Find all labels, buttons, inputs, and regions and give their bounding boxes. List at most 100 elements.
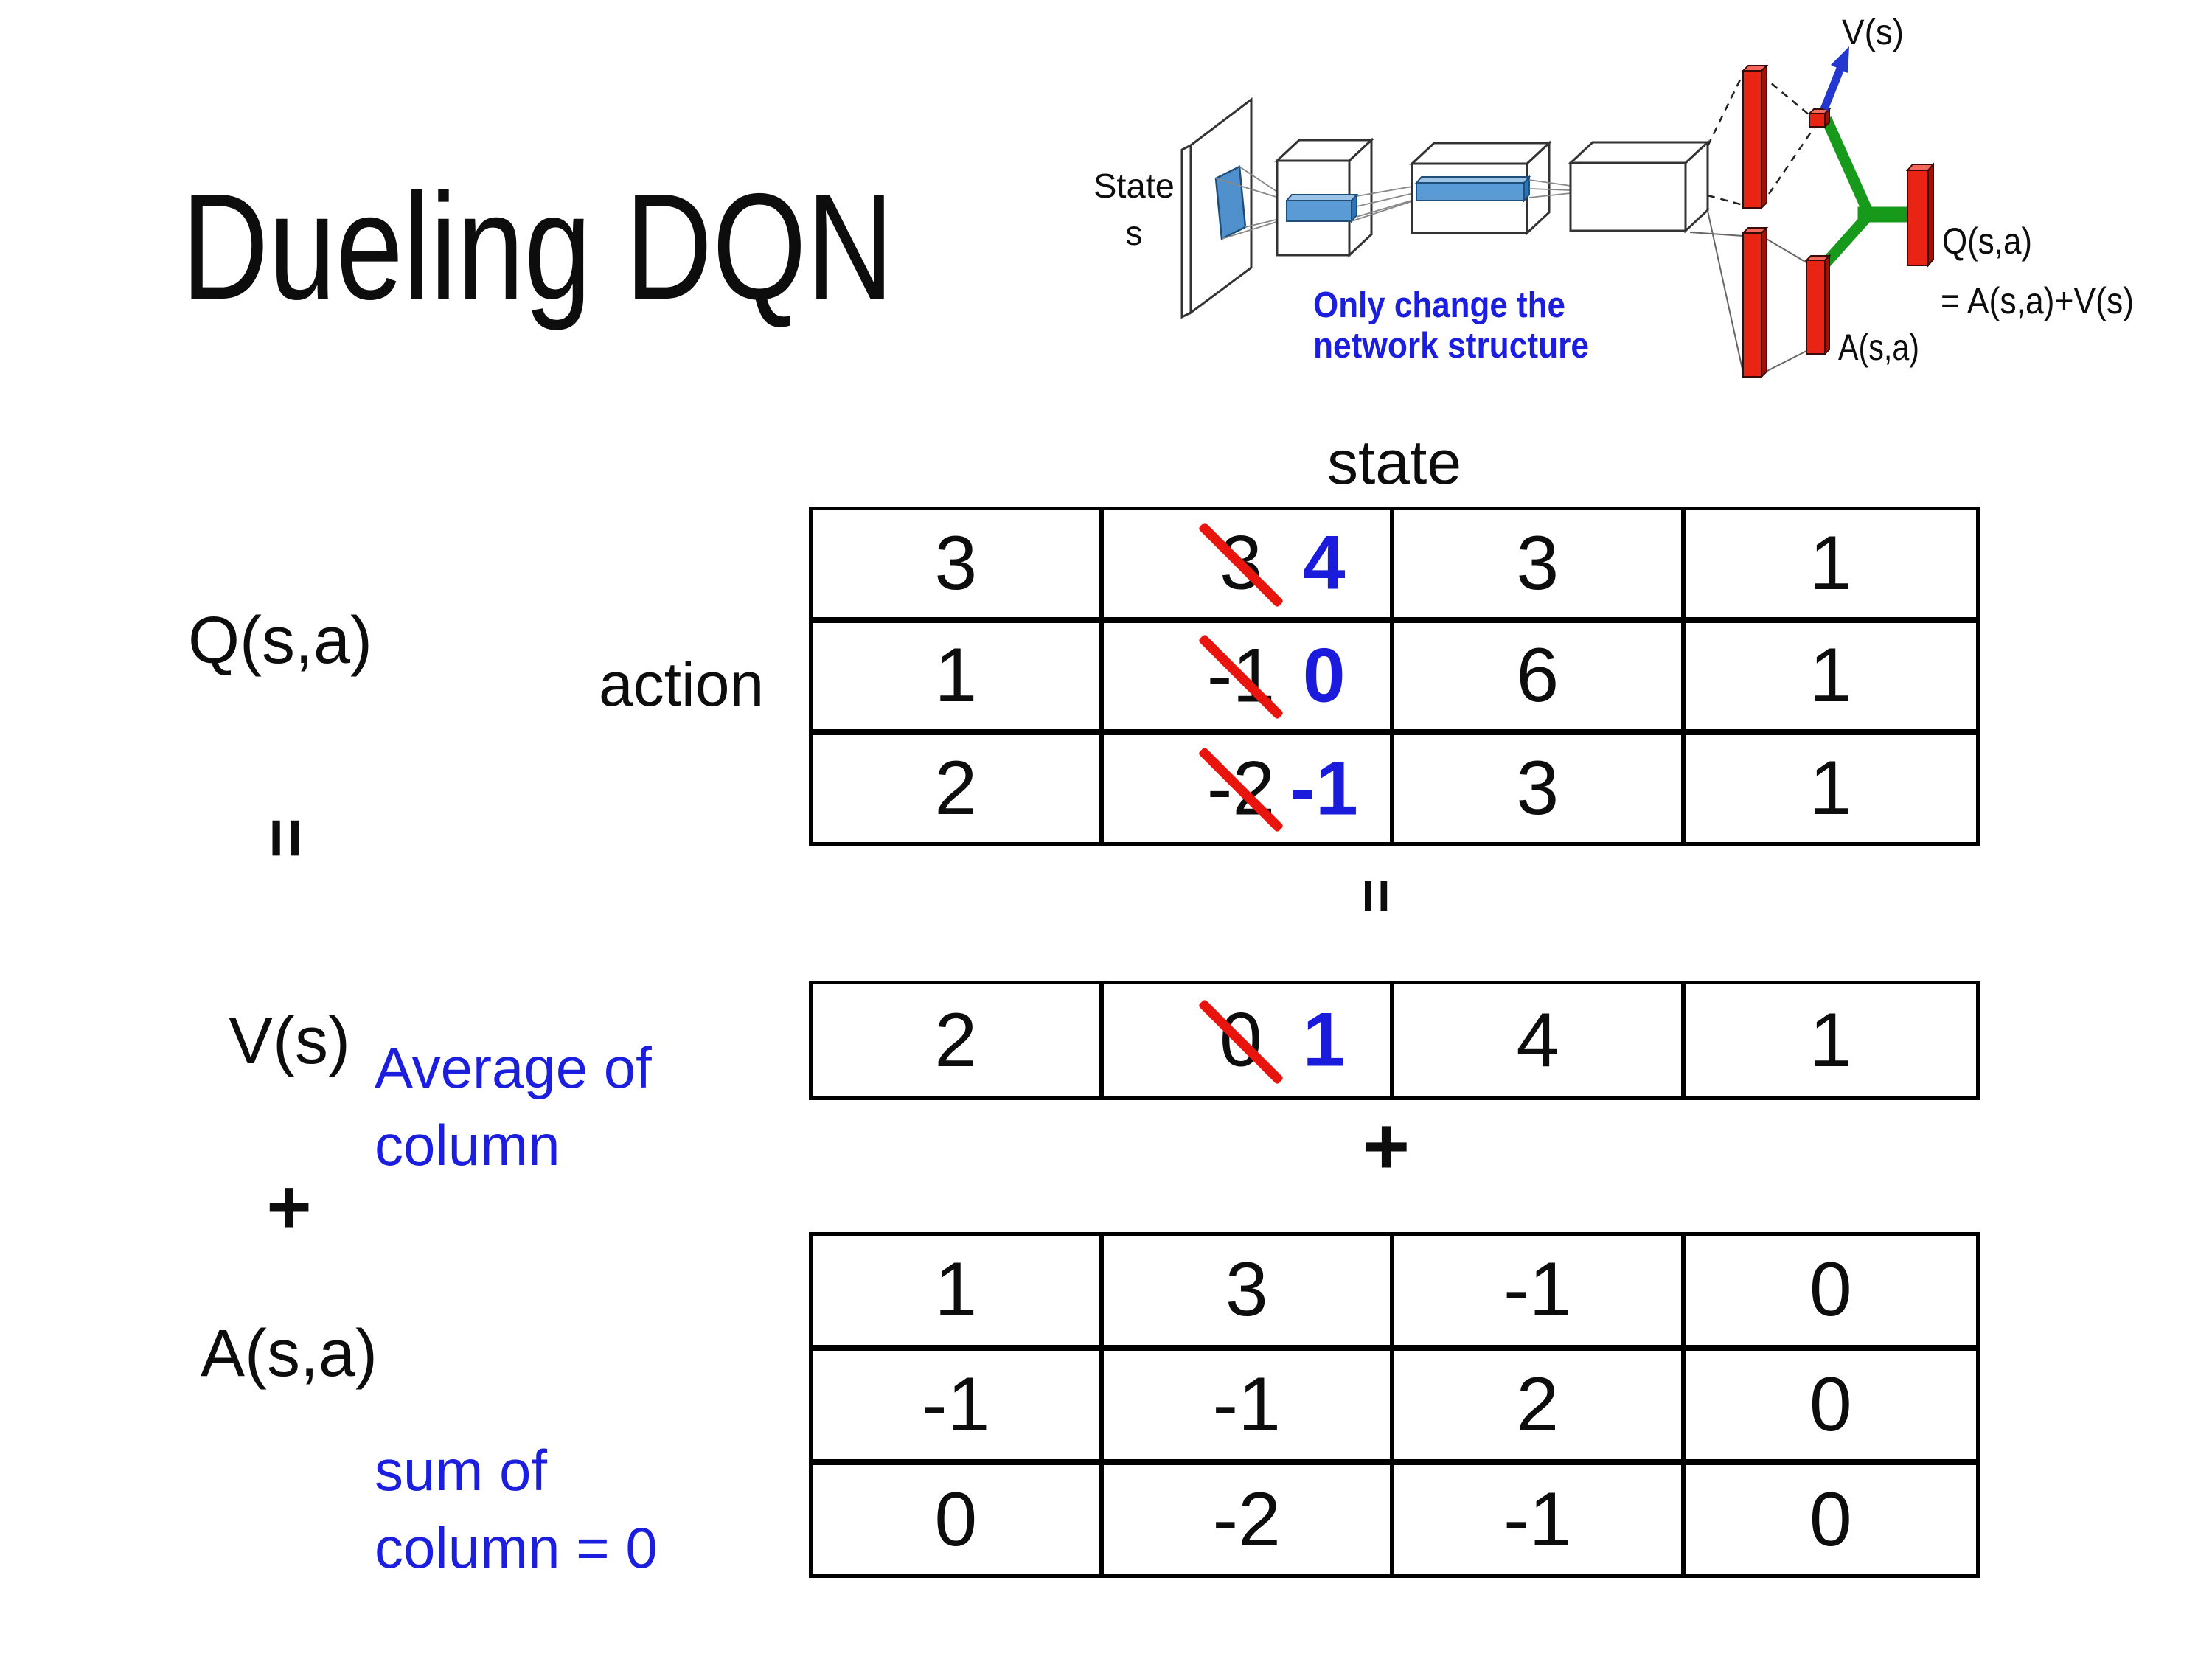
new-value: 0 <box>1302 633 1346 719</box>
table-cell: 1 <box>1685 510 1976 623</box>
a-table: 1 3 -1 0 -1 -1 2 0 0 -2 -1 0 <box>809 1232 1980 1578</box>
crossed-cell: 3 4 <box>1103 510 1394 623</box>
cell-value: 0 <box>1809 1476 1852 1562</box>
table-cell: 6 <box>1394 622 1686 736</box>
new-value: 4 <box>1302 520 1346 606</box>
table-cell: 4 <box>1394 984 1686 1096</box>
table-cell: 3 <box>1103 1236 1394 1351</box>
sum-annotation: sum of column = 0 <box>375 1432 658 1587</box>
q-term-label: Q(s,a) <box>188 604 373 678</box>
conv-cone-2 <box>1351 185 1417 222</box>
scalar-v-output <box>1807 107 1832 129</box>
advantage-stream-lines <box>1689 210 1807 375</box>
equals-left-operator: = <box>234 786 338 889</box>
feature-slab-2 <box>1414 175 1531 203</box>
cell-value: 1 <box>934 633 978 719</box>
slide-title: Dueling DQN <box>181 162 894 331</box>
cell-value: 1 <box>1809 745 1852 832</box>
table-cell: -1 <box>1394 1236 1686 1351</box>
cell-value: -1 <box>922 1361 990 1447</box>
table-cell: 1 <box>1686 984 1977 1096</box>
table-cell: 3 <box>1394 510 1686 623</box>
cell-value: 3 <box>1516 520 1559 606</box>
cell-value: 2 <box>934 997 978 1083</box>
aggregation-y-connector <box>1818 116 1918 271</box>
a-term-label: A(s,a) <box>201 1317 378 1391</box>
cell-value: 2 <box>934 745 978 832</box>
plus-mid-operator: + <box>1335 1095 1438 1198</box>
advantage-vector-bar <box>1804 254 1832 356</box>
table-cell: 1 <box>813 1236 1104 1351</box>
equals-glyph: = <box>247 817 326 858</box>
table-cell: -2 <box>1104 1465 1394 1574</box>
q-output-bar <box>1905 162 1935 268</box>
cell-value: 6 <box>1516 633 1559 719</box>
table-cell: 3 <box>813 510 1104 623</box>
diagram-state-label: State <box>1093 167 1175 205</box>
cell-value: 4 <box>1516 997 1559 1083</box>
action-axis-label: action <box>599 650 765 719</box>
cell-value: 0 <box>1809 1247 1852 1333</box>
table-cell: 3 <box>1394 735 1686 842</box>
diagram-note-line2: network structure <box>1313 326 1589 366</box>
conv-receptive-patch <box>1214 165 1247 240</box>
new-value: -1 <box>1290 745 1358 832</box>
cell-value: 1 <box>1809 997 1852 1083</box>
cell-value: 1 <box>934 1247 978 1333</box>
fc-bar-advantage-stream <box>1741 226 1769 379</box>
table-cell: -1 <box>1103 1350 1394 1466</box>
table-cell: 2 <box>1394 1350 1686 1466</box>
fc-box <box>1568 139 1711 234</box>
v-output-arrow <box>1820 46 1849 111</box>
fc-bar-value-stream <box>1741 63 1769 210</box>
cell-value: -1 <box>1503 1476 1572 1562</box>
diagram-note-line1: Only change the <box>1313 285 1565 325</box>
sum-annotation-line1: sum of <box>375 1438 548 1503</box>
table-cell: 1 <box>1686 735 1977 842</box>
table-cell: 1 <box>813 622 1104 736</box>
plus-left-operator: + <box>237 1155 341 1259</box>
cell-value: 3 <box>934 520 978 606</box>
cell-value: 0 <box>1809 1361 1852 1447</box>
diagram-a-label: A(s,a) <box>1838 327 1919 368</box>
cell-value: 3 <box>1225 1247 1268 1333</box>
cell-value: -2 <box>1212 1476 1281 1562</box>
new-value: 1 <box>1302 997 1346 1083</box>
average-annotation-line1: Average of <box>375 1035 652 1100</box>
crossed-cell: -1 0 <box>1103 622 1394 736</box>
table-cell: 0 <box>1686 1465 1977 1574</box>
table-cell: 1 <box>1685 623 1976 736</box>
v-term-label: V(s) <box>229 1004 350 1078</box>
q-table: 3 3 4 3 1 1 -1 0 6 1 2 -2 -1 3 1 <box>809 507 1980 846</box>
conv-box-1 <box>1274 137 1374 258</box>
network-diagram: State s V(s) Q(s,a) = A(s,a)+V(s) A(s,a)… <box>1093 13 2134 379</box>
plus-glyph: + <box>1362 1101 1411 1192</box>
plus-glyph: + <box>266 1164 312 1251</box>
cell-value: -1 <box>1212 1361 1281 1447</box>
table-cell: 0 <box>1685 1351 1976 1466</box>
v-table: 2 0 1 4 1 <box>809 981 1980 1100</box>
sum-annotation-line2: column = 0 <box>375 1515 658 1581</box>
table-cell: -1 <box>813 1350 1104 1466</box>
table-cell: 0 <box>813 1465 1104 1574</box>
table-cell: 2 <box>813 984 1104 1096</box>
diagram-state-s: s <box>1126 214 1143 252</box>
cell-value: 2 <box>1516 1361 1559 1447</box>
diagram-q-label: Q(s,a) <box>1942 220 2032 262</box>
cell-value: 0 <box>934 1476 978 1562</box>
crossed-cell: 0 1 <box>1104 984 1394 1096</box>
feature-slab-1 <box>1284 192 1359 223</box>
table-cell: 2 <box>813 735 1104 842</box>
conv-cone-3 <box>1528 179 1571 198</box>
cell-value: 1 <box>1809 633 1852 719</box>
equals-glyph: = <box>1343 878 1409 914</box>
diagram-q-formula: = A(s,a)+V(s) <box>1941 280 2134 321</box>
average-annotation: Average of column <box>375 1029 652 1185</box>
equals-mid-operator: = <box>1324 844 1427 947</box>
state-axis-label: state <box>1326 428 1462 497</box>
crossed-cell: -2 -1 <box>1104 735 1394 842</box>
table-cell: -1 <box>1394 1465 1686 1574</box>
diagram-v-label: V(s) <box>1842 13 1904 52</box>
table-cell: 0 <box>1685 1236 1976 1351</box>
